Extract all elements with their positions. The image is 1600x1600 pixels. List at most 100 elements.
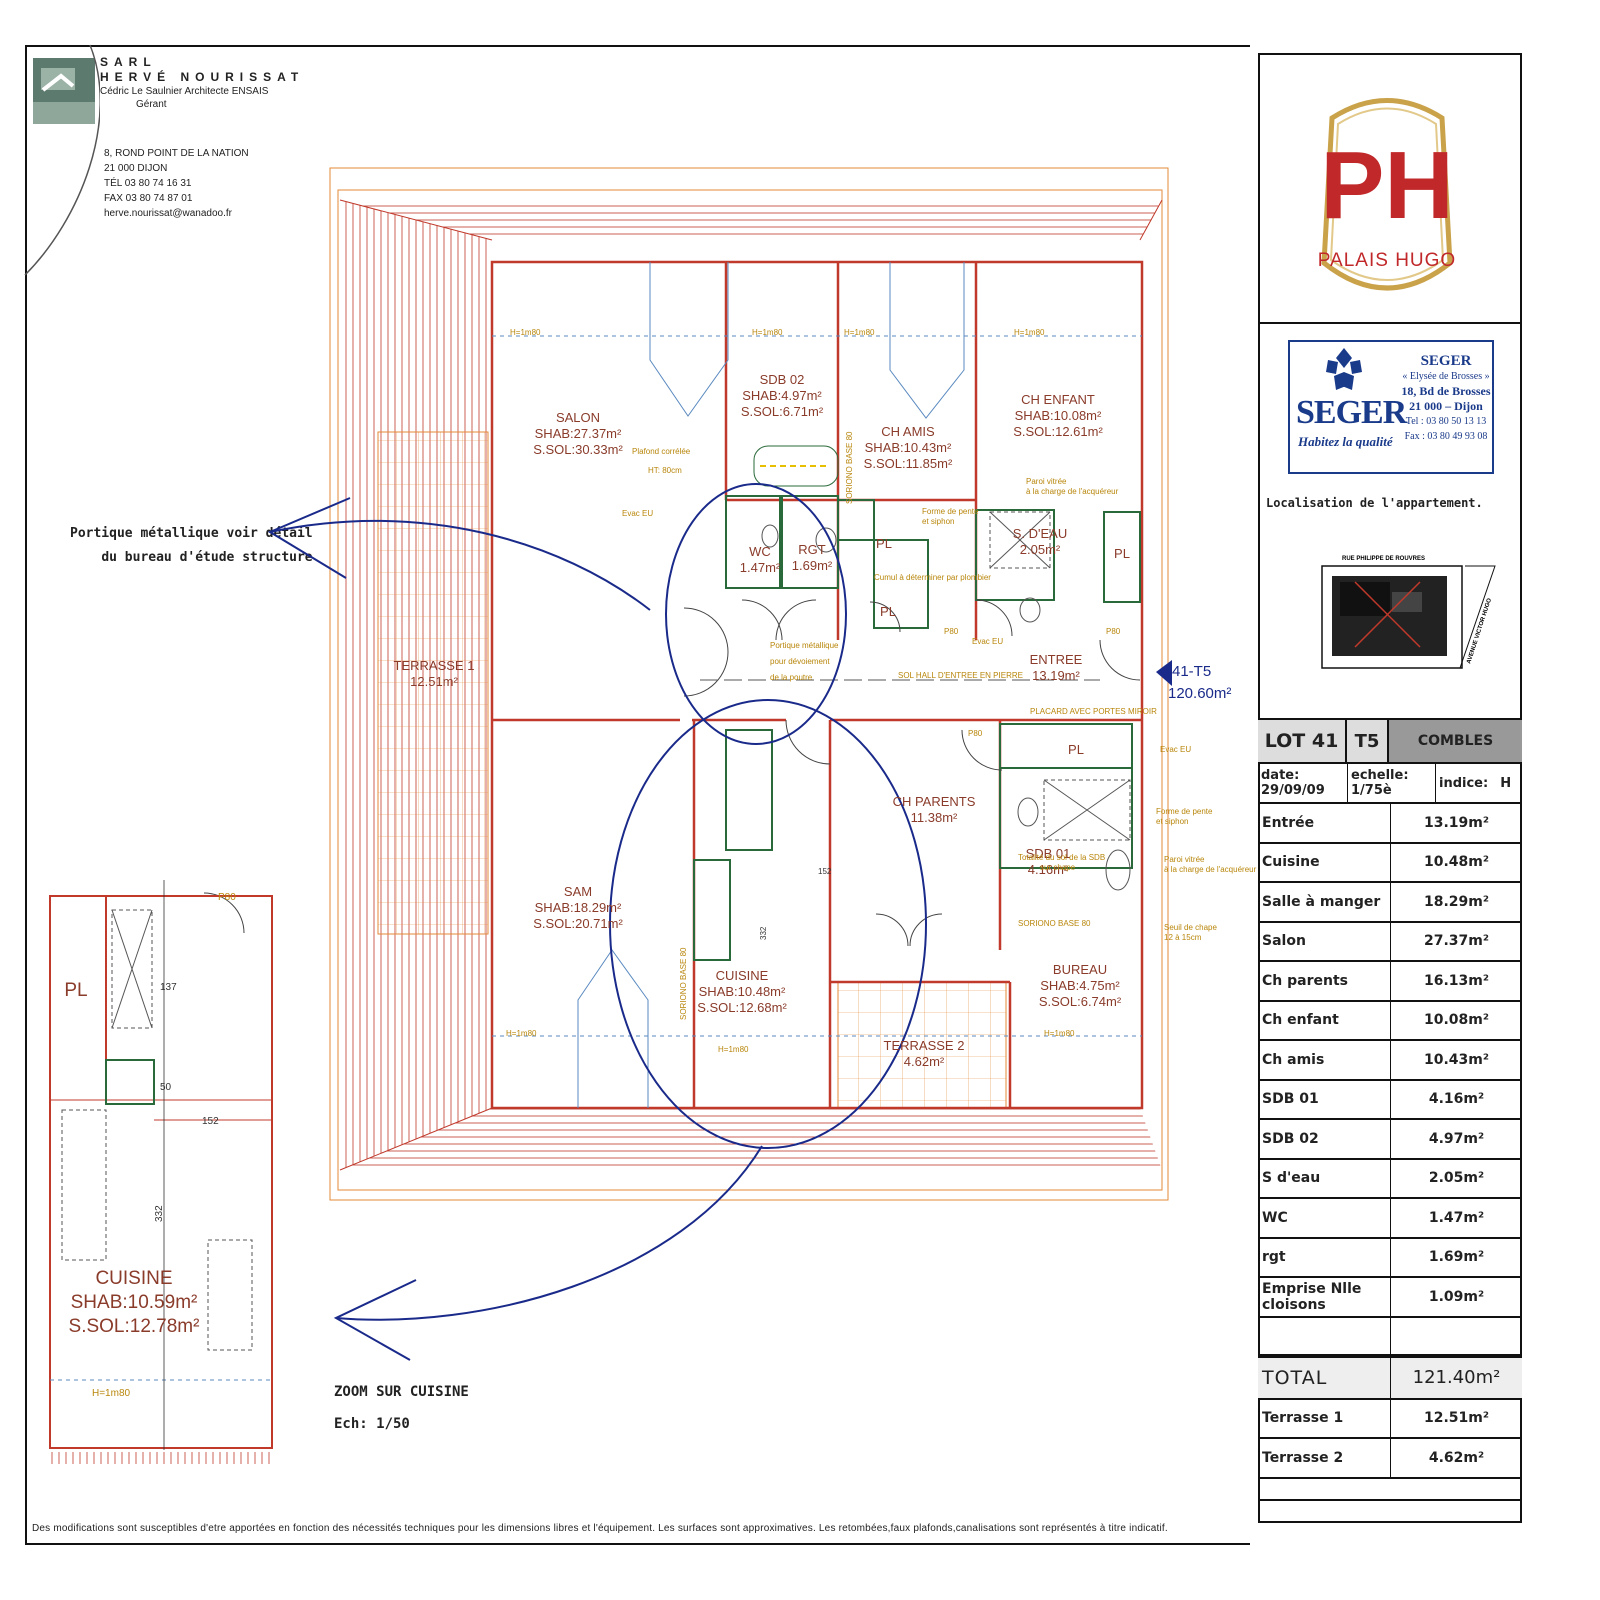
note-portique: Portique métallique xyxy=(770,641,839,650)
note-soriono-vertical: SORIONO BASE 80 xyxy=(845,431,854,504)
small-annotations: SOL HALL D'ENTREE EN PIERRE PLACARD AVEC… xyxy=(92,328,1257,1399)
note-paroi: Paroi vitrée xyxy=(1026,477,1067,486)
lot-meta: date: 29/09/09 echelle: 1/75è indice:H xyxy=(1258,764,1522,804)
row-label: Cuisine xyxy=(1258,843,1391,881)
note-height: H=1m80 xyxy=(1044,1029,1075,1038)
label-sdb01: SDB 01 xyxy=(1026,846,1071,861)
label-pl: PL xyxy=(880,604,896,619)
partitions xyxy=(693,495,1141,961)
architect-swoosh xyxy=(24,44,100,276)
label-chparents-area: 11.38m² xyxy=(911,810,958,825)
label-sam-ssol: S.SOL:20.71m² xyxy=(533,916,623,931)
note-plafond: HT: 80cm xyxy=(648,466,682,475)
seger-tel: Tel : 03 80 50 13 13 xyxy=(1405,416,1487,427)
row-value: 13.19m² xyxy=(1423,814,1489,831)
localisation-title: Localisation de l'appartement. xyxy=(1266,496,1483,510)
lot-scale: echelle: 1/75è xyxy=(1348,764,1436,802)
label-chenfant-ssol: S.SOL:12.61m² xyxy=(1013,424,1103,439)
row-label: Salon xyxy=(1258,922,1391,960)
table-row: Terrasse 2 4.62m² xyxy=(1258,1439,1522,1479)
note-p80-zoom: P80 xyxy=(218,892,236,903)
architect-line1: Cédric Le Saulnier Architecte ENSAIS xyxy=(100,86,269,97)
disclaimer: Des modifications sont susceptibles d'et… xyxy=(32,1523,1168,1534)
row-label: WC xyxy=(1258,1199,1391,1237)
label-sam: SAM xyxy=(564,884,592,899)
zoom-callout-title: ZOOM SUR CUISINE xyxy=(334,1384,469,1400)
row-value: 1.09m² xyxy=(1428,1288,1485,1305)
note-height: H=1m80 xyxy=(844,328,875,337)
seger-logo-text: SEGER xyxy=(1296,394,1407,431)
row-value: 10.08m² xyxy=(1423,1012,1489,1029)
row-value: 4.62m² xyxy=(1428,1449,1485,1466)
note-p80: P80 xyxy=(968,729,983,738)
row-value: 16.13m² xyxy=(1423,972,1489,989)
zoom-kitchen xyxy=(49,880,273,1464)
entry-arrow-icon xyxy=(1156,660,1172,686)
address-line: 21 000 DIJON xyxy=(104,163,168,174)
note-cumul: Cumul à déterminer par plombier xyxy=(874,573,991,582)
row-label: Entrée xyxy=(1258,804,1391,842)
label-pl-zoom: PL xyxy=(64,980,87,1001)
note-portique: de la poutre xyxy=(770,673,813,682)
walls xyxy=(490,260,1144,1110)
portique-callout: Portique métallique voir détail du burea… xyxy=(70,522,313,570)
label-chamis: CH AMIS xyxy=(881,424,935,439)
note-p80: P80 xyxy=(944,627,959,636)
row-label: Terrasse 2 xyxy=(1258,1439,1391,1477)
label-terrasse1-area: 12.51m² xyxy=(410,674,458,689)
note-evac: Evac EU xyxy=(1160,745,1191,754)
address-line: TÉL 03 80 74 16 31 xyxy=(104,178,192,189)
row-label: SDB 01 xyxy=(1258,1080,1391,1118)
label-zoom-cuisine-shab: SHAB:10.59m² xyxy=(71,1292,198,1313)
label-sdb02-shab: SHAB:4.97m² xyxy=(742,388,822,403)
monogram: PH xyxy=(1320,132,1453,239)
label-zoom-cuisine-ssol: S.SOL:12.78m² xyxy=(69,1316,200,1337)
table-row: SDB 01 4.16m² xyxy=(1258,1080,1522,1120)
seger-name: SEGER xyxy=(1420,353,1472,369)
note-forme: et siphon xyxy=(1156,817,1188,826)
lot-plan-area: 120.60m² xyxy=(1168,685,1231,702)
label-salon-ssol: S.SOL:30.33m² xyxy=(533,442,623,457)
sheet-frame xyxy=(25,45,1250,1545)
label-sdb02: SDB 02 xyxy=(760,372,805,387)
architect-line2: Gérant xyxy=(136,99,167,110)
note-totalite: sur chape xyxy=(1040,863,1076,872)
lot-level: COMBLES xyxy=(1389,720,1522,762)
lot-header: LOT 41 T5 COMBLES xyxy=(1258,718,1522,764)
palais-hugo-logo: PH PALAIS HUGO xyxy=(1312,88,1462,310)
note-totalite: Totalité du sol de la SDB xyxy=(1018,853,1105,862)
architect-company: SARL xyxy=(100,55,157,69)
row-label: Ch amis xyxy=(1258,1041,1391,1079)
label-wc: WC xyxy=(749,544,771,559)
label-salon-shab: SHAB:27.37m² xyxy=(535,426,622,441)
lot-plan-label: 41-T5 120.60m² xyxy=(1168,663,1231,702)
label-sdb01-area: 4.16m² xyxy=(1028,862,1069,877)
total-label: TOTAL xyxy=(1258,1357,1391,1398)
row-label: Ch parents xyxy=(1258,962,1391,1000)
label-rgt: RGT xyxy=(798,542,826,557)
architect-address: 8, ROND POINT DE LA NATION 21 000 DIJON … xyxy=(104,146,249,221)
note-forme: et siphon xyxy=(922,517,954,526)
note-forme: Forme de pente xyxy=(1156,807,1213,816)
label-chamis-shab: SHAB:10.43m² xyxy=(865,440,952,455)
note-height: H=1m80 xyxy=(752,328,783,337)
address-line: FAX 03 80 74 87 01 xyxy=(104,193,193,204)
architect-header: SARL HERVÉ NOURISSAT Cédric Le Saulnier … xyxy=(100,55,304,111)
terrace-1-deck xyxy=(377,431,489,935)
lot-plan-id: 41-T5 xyxy=(1172,663,1211,680)
doors xyxy=(203,599,1141,947)
seger-sub: « Elysée de Brosses » xyxy=(1402,371,1490,382)
total-value: 121.40m² xyxy=(1412,1367,1501,1388)
label-salon: SALON xyxy=(556,410,600,425)
row-value: 4.16m² xyxy=(1428,1091,1485,1108)
palais-name: PALAIS HUGO xyxy=(1318,250,1456,271)
fixtures xyxy=(753,445,1131,891)
table-row: Ch parents 16.13m² xyxy=(1258,962,1522,1002)
location-map: RUE PHILIPPE DE ROUVRES AVENUE VICTOR HU… xyxy=(1320,552,1500,682)
row-value: 18.29m² xyxy=(1423,893,1489,910)
